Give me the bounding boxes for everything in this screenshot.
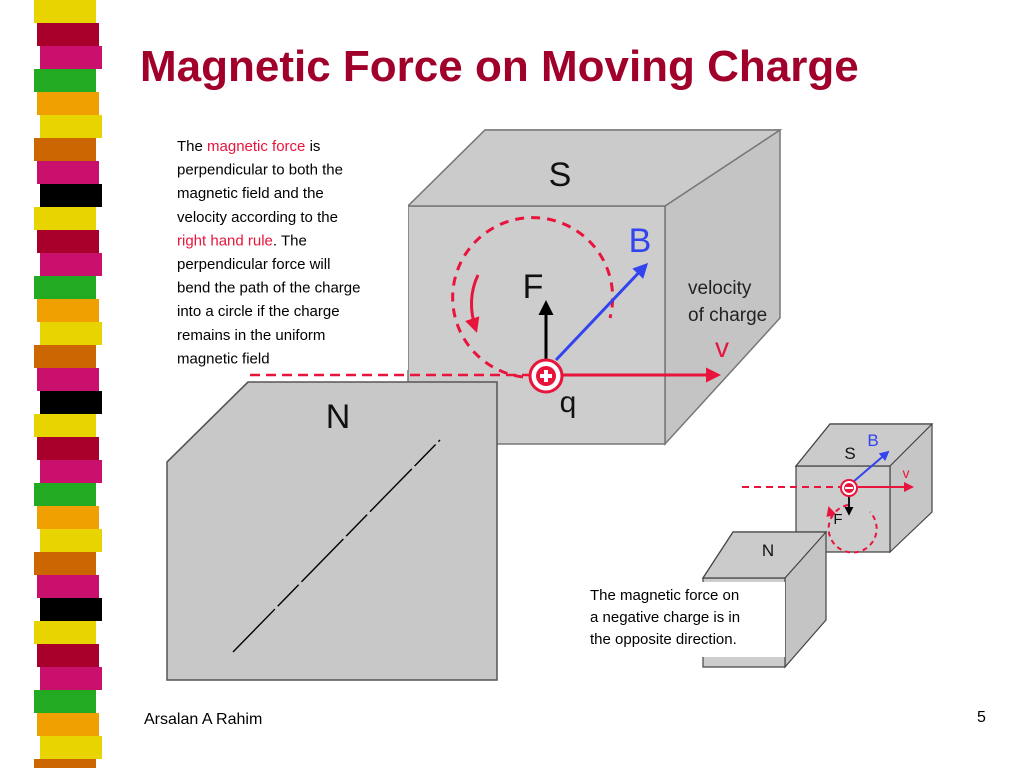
caption-line: into a circle if the charge xyxy=(177,303,340,320)
stripe-segment xyxy=(40,529,102,552)
stripe-segment xyxy=(40,184,102,207)
stripe-segment xyxy=(40,46,102,69)
caption-line: perpendicular force will xyxy=(177,256,330,273)
velocity-caption-line1: velocity xyxy=(688,278,752,299)
inset-caption-line: The magnetic force on xyxy=(590,587,739,604)
stripe-segment xyxy=(40,736,102,759)
field-arrow xyxy=(554,262,649,362)
stripe-segment xyxy=(40,253,102,276)
stripe-segment xyxy=(34,759,96,768)
inset-field-arrow xyxy=(852,450,890,483)
stripe-segment xyxy=(34,621,96,644)
stripe-segment xyxy=(34,138,96,161)
south-magnet xyxy=(406,129,783,446)
stripe-segment xyxy=(34,690,96,713)
south-pole-label: S xyxy=(549,156,572,194)
caption-line: The magnetic force is xyxy=(177,138,320,155)
stripe-segment xyxy=(37,713,99,736)
slide-title: Magnetic Force on Moving Charge xyxy=(140,42,859,91)
stripe-segment xyxy=(34,0,96,23)
stripe-segment xyxy=(40,667,102,690)
stripe-segment xyxy=(37,368,99,391)
stripe-segment xyxy=(37,644,99,667)
inset-south-magnet xyxy=(794,423,934,554)
inset-north-pole-label: N xyxy=(762,541,774,560)
stripe-segment xyxy=(37,506,99,529)
stripe-segment xyxy=(37,437,99,460)
force-label: F xyxy=(523,268,544,306)
caption-line: right hand rule. The xyxy=(177,232,307,249)
positive-charge xyxy=(528,358,564,394)
stripe-segment xyxy=(37,92,99,115)
stripe-segment xyxy=(40,598,102,621)
page-number: 5 xyxy=(977,709,986,726)
north-pole-label: N xyxy=(326,398,351,436)
caption-line: magnetic field xyxy=(177,350,270,367)
stripe-segment xyxy=(37,230,99,253)
stripe-segment xyxy=(34,414,96,437)
decorative-stripe xyxy=(34,0,102,768)
caption-line: perpendicular to both the xyxy=(177,162,343,179)
field-label: B xyxy=(629,222,652,260)
stripe-segment xyxy=(37,299,99,322)
stripe-segment xyxy=(34,552,96,575)
stripe-segment xyxy=(40,391,102,414)
inset-field-label: B xyxy=(867,431,878,450)
circular-path xyxy=(451,216,615,379)
stripe-segment xyxy=(40,460,102,483)
author-footer: Arsalan A Rahim xyxy=(144,711,263,728)
inset-caption-line: a negative charge is in xyxy=(590,609,740,626)
inset-circle-arrow xyxy=(826,506,837,519)
stripe-segment xyxy=(37,575,99,598)
stripe-segment xyxy=(34,276,96,299)
inset-force-label: F xyxy=(833,511,842,528)
caption-line: velocity according to the xyxy=(177,209,338,226)
caption-line: bend the path of the charge xyxy=(177,280,360,297)
velocity-caption-line2: of charge xyxy=(688,305,767,326)
inset-south-pole-label: S xyxy=(844,444,855,463)
caption-box xyxy=(170,130,408,370)
inset-caption-line: the opposite direction. xyxy=(590,631,737,648)
stripe-segment xyxy=(40,115,102,138)
inset-caption-box xyxy=(585,582,785,657)
magnetic-force-diagram: The magnetic force is perpendicular to bo… xyxy=(166,129,934,681)
north-magnet xyxy=(166,381,498,681)
stripe-segment xyxy=(37,23,99,46)
caption-line: magnetic field and the xyxy=(177,185,324,202)
velocity-label: v xyxy=(715,332,729,363)
charge-label: q xyxy=(560,386,577,419)
inset-negative-charge xyxy=(840,479,858,497)
stripe-segment xyxy=(34,69,96,92)
stripe-segment xyxy=(34,345,96,368)
stripe-segment xyxy=(37,161,99,184)
stripe-segment xyxy=(34,207,96,230)
inset-velocity-label: v xyxy=(903,465,910,481)
caption-line: remains in the uniform xyxy=(177,327,325,344)
stripe-segment xyxy=(40,322,102,345)
stripe-segment xyxy=(34,483,96,506)
inset-caption: The magnetic force on a negative charge i… xyxy=(590,587,740,648)
main-caption: The magnetic force is perpendicular to bo… xyxy=(177,138,360,367)
